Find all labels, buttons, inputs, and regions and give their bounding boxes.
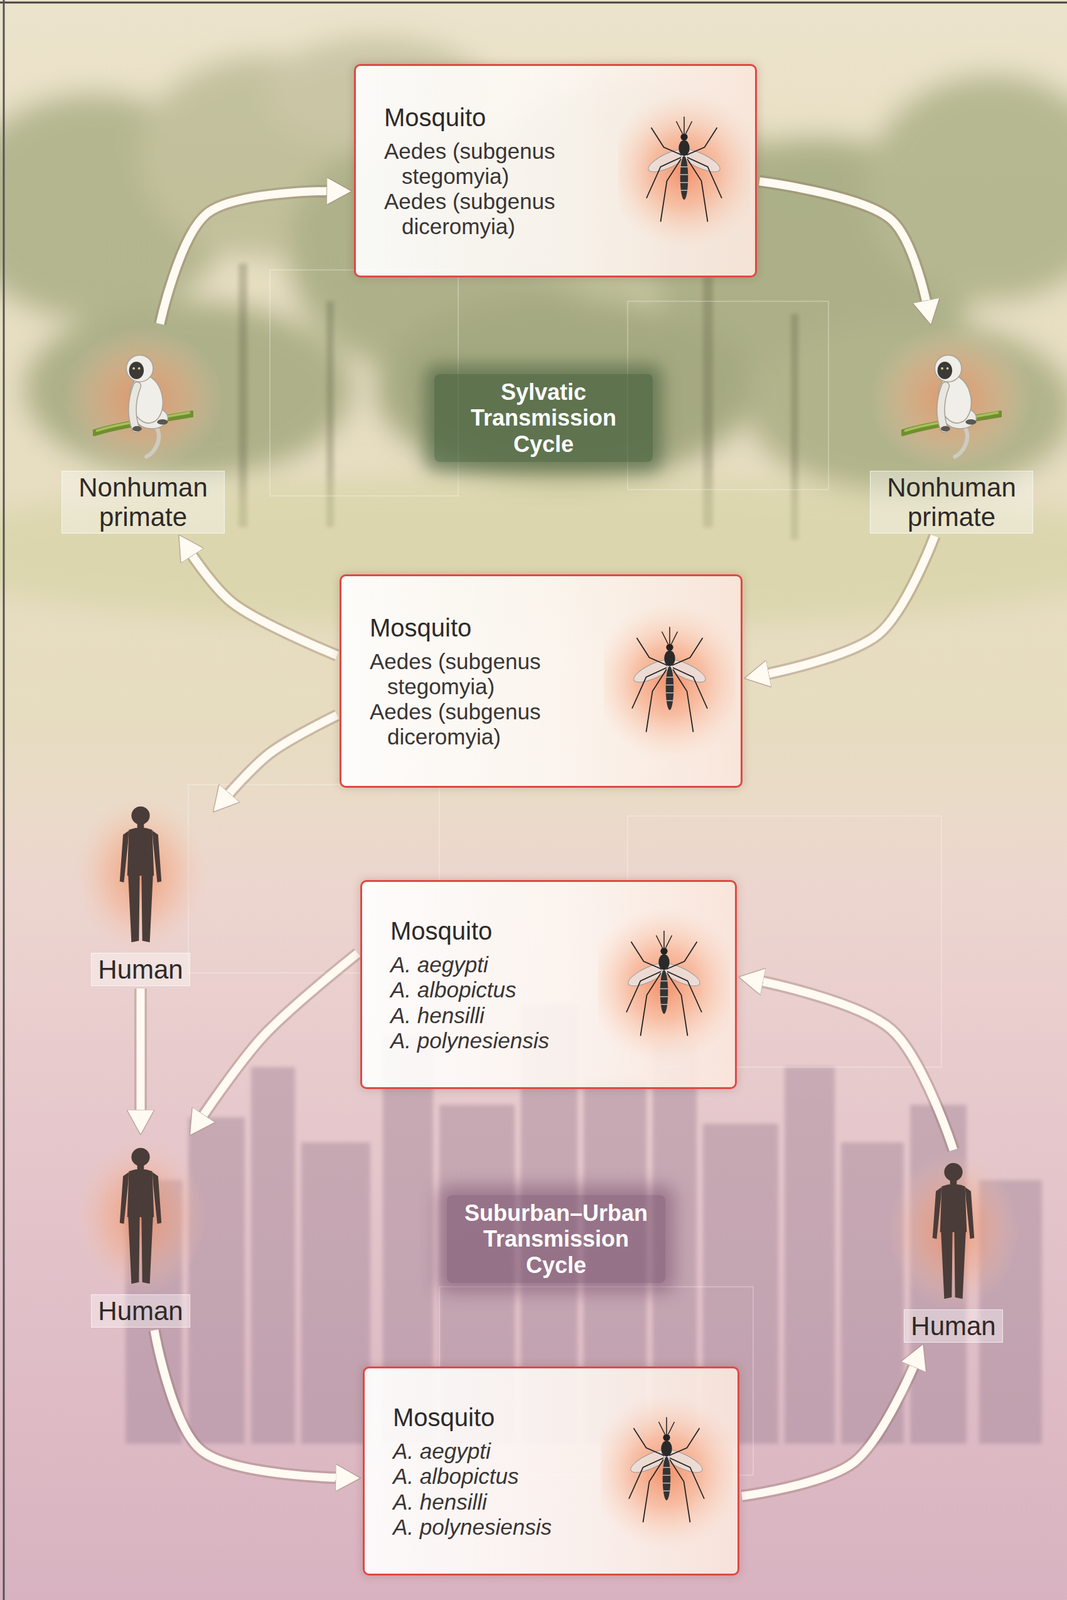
box-heading: Mosquito <box>384 102 585 133</box>
grid-rect <box>269 269 459 496</box>
building <box>301 1142 371 1444</box>
species-name: A. albopictus <box>390 977 592 1003</box>
icon-glow <box>74 795 207 953</box>
transmission-arrow <box>160 190 333 324</box>
arrow-shadow <box>134 988 147 1116</box>
host-label: Human <box>91 952 190 987</box>
species-name: Aedes (subgenus stegomyia) <box>369 648 571 700</box>
icon-glow <box>887 1152 1020 1310</box>
mosquito-icon <box>603 599 736 763</box>
icon-glow <box>618 92 751 250</box>
host-label: Nonhuman primate <box>61 470 225 534</box>
transmission-arrow <box>741 1361 916 1497</box>
vector-box: MosquitoAedes (subgenus stegomyia)Aedes … <box>339 574 743 788</box>
building <box>251 1067 295 1444</box>
icon-glow <box>61 326 225 471</box>
host-label: Human <box>91 1294 190 1328</box>
transmission-arrow <box>759 181 928 307</box>
transmission-arrow <box>154 1329 343 1478</box>
mosquito-figure <box>631 627 709 733</box>
transmission-arrow <box>136 988 145 1116</box>
human-icon <box>71 1137 210 1295</box>
primate-icon <box>58 326 228 471</box>
cycle-title: Suburban–Urban Transmission Cycle <box>446 1195 666 1283</box>
frame-line <box>3 0 6 1600</box>
host-label: Human <box>903 1309 1003 1343</box>
primate-host: Nonhuman primate <box>866 326 1037 534</box>
arrow-shadow <box>154 1329 343 1478</box>
arrow-shadow <box>200 953 358 1120</box>
tree-canopy <box>25 301 352 478</box>
mosquito-icon <box>618 89 751 253</box>
building <box>784 1067 835 1444</box>
species-name: A. albopictus <box>392 1463 594 1489</box>
text-column: Mosquito A. aegyptiA. albopictusA. hensil… <box>392 1402 594 1540</box>
icon-glow <box>603 602 736 760</box>
species-name: Aedes (subgenus diceromyia) <box>369 699 571 751</box>
text-column: Mosquito A. aegyptiA. albopictusA. hensil… <box>390 915 592 1054</box>
primate-figure <box>94 355 193 457</box>
tree-canopy <box>866 75 1067 302</box>
human-silhouette <box>119 1147 162 1285</box>
primate-host: Nonhuman primate <box>58 326 228 534</box>
mosquito-figure <box>645 116 724 223</box>
mosquito-figure <box>628 1416 706 1523</box>
box-heading: Mosquito <box>369 612 571 643</box>
host-label: Nonhuman primate <box>869 470 1034 534</box>
text-column: MosquitoAedes (subgenus stegomyia)Aedes … <box>369 612 571 751</box>
species-name: A. polynesiensis <box>390 1028 592 1054</box>
arrow-shadow <box>741 1361 916 1497</box>
species-name: A. hensilli <box>390 1002 592 1029</box>
arrow-shadow <box>188 550 338 656</box>
transmission-arrow <box>756 980 954 1150</box>
cycle-title: Sylvatic Transmission Cycle <box>434 374 653 462</box>
human-icon <box>71 795 210 953</box>
transmission-arrow <box>200 953 358 1120</box>
species-name: A. hensilli <box>392 1489 594 1515</box>
human-silhouette <box>932 1163 975 1300</box>
grid-lines <box>188 269 942 1475</box>
mosquito-icon <box>598 903 730 1067</box>
arrow-shadow <box>225 714 338 798</box>
text-column: MosquitoAedes (subgenus stegomyia)Aedes … <box>384 102 585 240</box>
human-host: Human <box>884 1152 1023 1343</box>
icon-glow <box>869 326 1034 471</box>
human-host: Human <box>71 1137 210 1328</box>
vector-box: Mosquito A. aegyptiA. albopictusA. hensil… <box>360 879 737 1089</box>
species-name: A. polynesiensis <box>392 1514 594 1540</box>
mosquito-figure <box>625 930 703 1036</box>
icon-glow <box>74 1137 207 1295</box>
box-heading: Mosquito <box>392 1402 594 1433</box>
building <box>188 1117 245 1444</box>
species-name: Aedes (subgenus stegomyia) <box>384 138 585 190</box>
species-name: Aedes (subgenus diceromyia) <box>384 188 585 240</box>
primate-figure <box>902 355 1001 457</box>
arrow-shadow <box>756 980 954 1150</box>
transmission-arrow <box>188 550 338 656</box>
vector-box: MosquitoAedes (subgenus stegomyia)Aedes … <box>353 64 757 278</box>
tree-canopy <box>376 294 754 484</box>
box-heading: Mosquito <box>390 915 592 946</box>
transmission-arrow <box>762 536 935 675</box>
mosquito-icon <box>600 1389 733 1553</box>
frame-line <box>0 1 1067 4</box>
arrow-shadow <box>759 181 928 307</box>
grid-rect <box>627 301 829 490</box>
vector-box: Mosquito A. aegyptiA. albopictusA. hensil… <box>362 1366 740 1576</box>
icon-glow <box>600 1392 733 1550</box>
human-host: Human <box>71 795 210 987</box>
arrow-shadow <box>160 190 333 324</box>
icon-glow <box>598 906 730 1064</box>
human-silhouette <box>119 806 162 943</box>
primate-icon <box>866 326 1037 471</box>
transmission-arrow <box>225 714 338 798</box>
species-name: A. aegypti <box>392 1438 594 1464</box>
human-icon <box>884 1152 1023 1310</box>
species-name: A. aegypti <box>390 952 592 978</box>
forest <box>0 37 1067 496</box>
arrow-shadow <box>762 536 935 675</box>
